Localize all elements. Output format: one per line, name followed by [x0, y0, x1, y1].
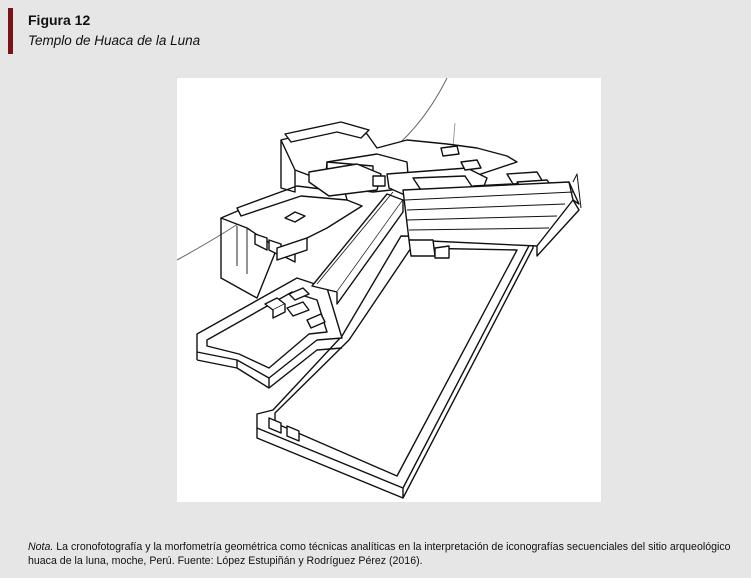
note-text: La cronofotografía y la morfometría geom…	[28, 541, 731, 567]
figure-label: Figura 12	[28, 12, 91, 28]
note-label: Nota.	[28, 541, 54, 553]
figure-title: Templo de Huaca de la Luna	[28, 33, 201, 48]
figure-image	[177, 78, 601, 502]
figure-note: Nota. La cronofotografía y la morfometrí…	[28, 540, 740, 568]
accent-bar	[8, 8, 13, 54]
temple-drawing-icon	[177, 78, 582, 499]
